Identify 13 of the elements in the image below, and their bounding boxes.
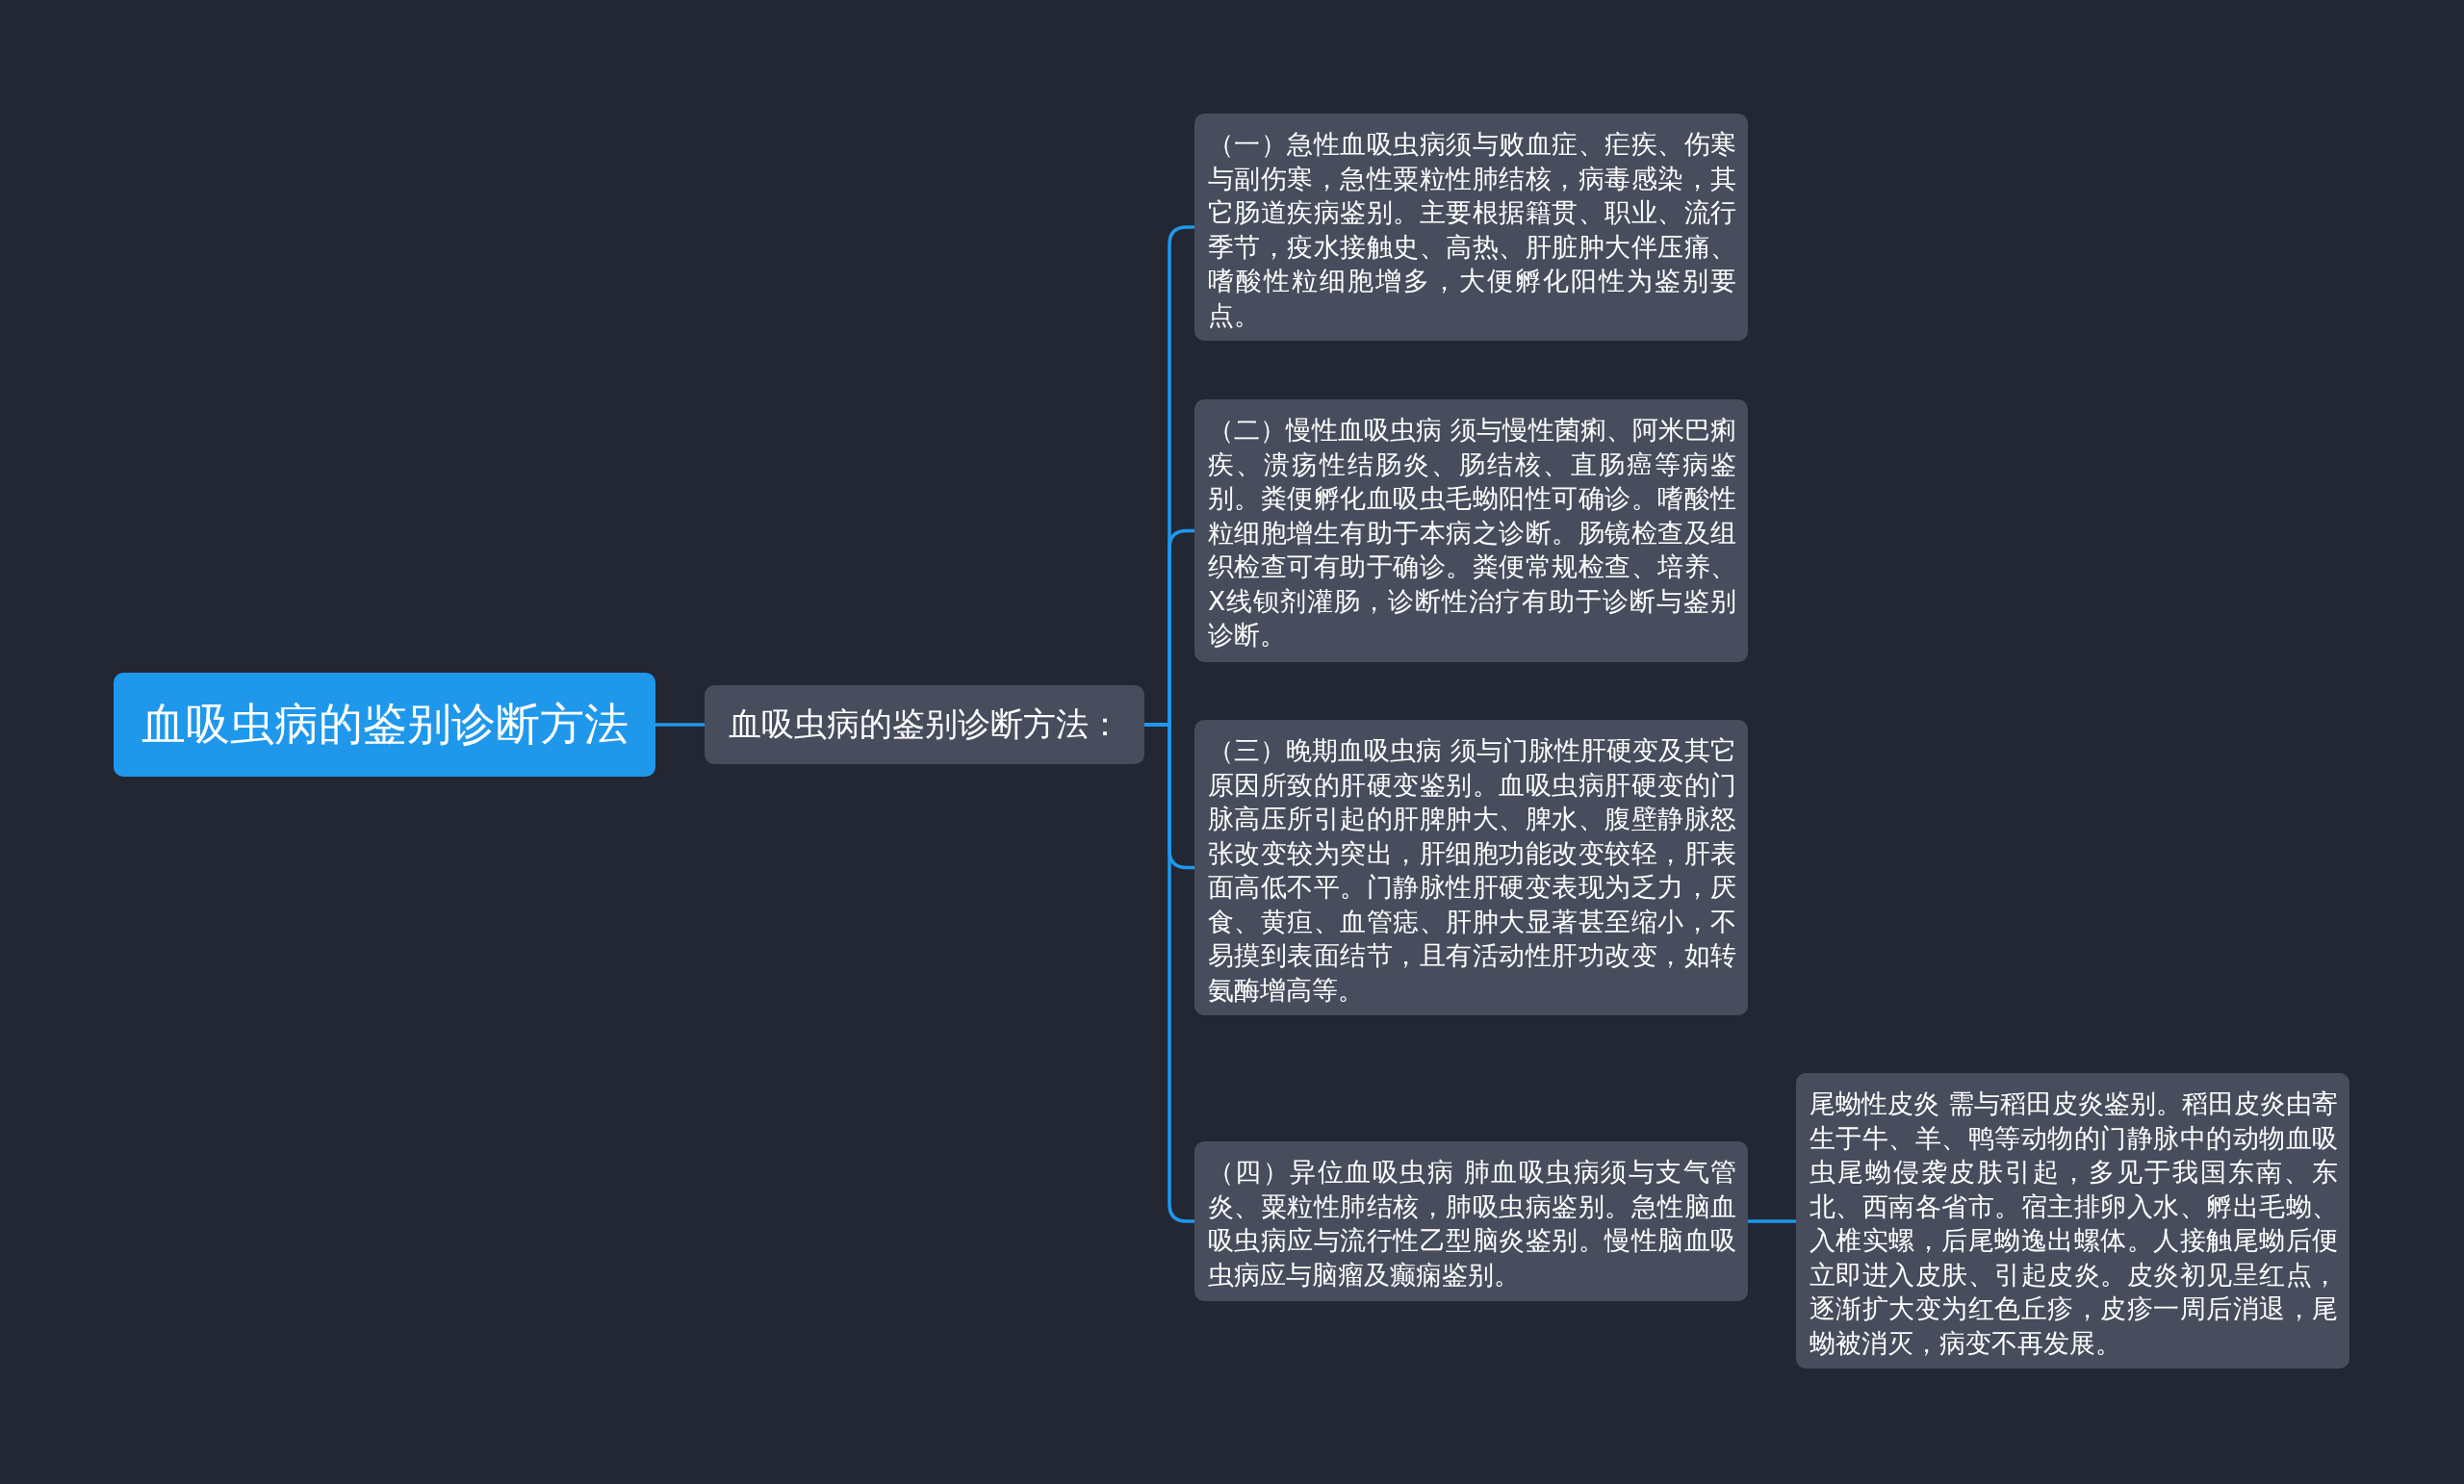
topic-text: （四）异位血吸虫病 肺血吸虫病须与支气管炎、粟粒性肺结核，肺吸虫病鉴别。急性脑血吸虫病应与流行性乙型脑炎鉴别。慢性脑血吸虫病应与脑瘤及癫痫鉴别。 [1208, 1157, 1736, 1290]
topic-text: （二）慢性血吸虫病 须与慢性菌痢、阿米巴痢疾、溃疡性结肠炎、肠结核、直肠癌等病鉴别。粪便孵化血吸虫毛蚴阳性可确诊。嗜酸性粒细胞增生有助于本病之诊断。肠镜检查及组织检查可有助于确诊。粪便常规检查、培养、X线钡剂灌肠，诊断性治疗有助于诊断与鉴别诊断。 [1208, 415, 1736, 650]
topic-text: （三）晚期血吸虫病 须与门脉性肝硬变及其它原因所致的肝硬变鉴别。血吸虫病肝硬变的门脉高压所引起的肝脾肿大、脾水、腹壁静脉怒张改变较为突出，肝细胞功能改变较轻，肝表面高低不平。门静脉性肝硬变表现为乏力，厌食、黄疸、血管痣、肝肿大显著甚至缩小，不易摸到表面结节，且有活动性肝功改变，如转氨酶增高等。 [1208, 735, 1736, 1005]
topic-box [705, 685, 1144, 764]
connector-line [655, 723, 705, 727]
topic-text: 血吸虫病的鉴别诊断方法 [141, 697, 629, 752]
root-topic-box [114, 673, 655, 777]
subtopic-box [1194, 114, 1748, 341]
topic-text: 血吸虫病的鉴别诊断方法： [728, 704, 1121, 745]
subtopic-box [1194, 1141, 1748, 1301]
topic-text: （一）急性血吸虫病须与败血症、疟疾、伤寒与副伤寒，急性粟粒性肺结核，病毒感染，其它肠道疾病鉴别。主要根据籍贯、职业、流行季节，疫水接触史、高热、肝脏肿大伴压痛、嗜酸性粒细胞增多，大便孵化阳性为鉴别要点。 [1208, 129, 1736, 330]
topic-text: 尾蚴性皮炎 需与稻田皮炎鉴别。稻田皮炎由寄生于牛、羊、鸭等动物的门静脉中的动物血吸虫尾蚴侵袭皮肤引起，多见于我国东南、东北、西南各省市。宿主排卵入水、孵出毛蚴、入椎实螺，后尾蚴逸出螺体。人接触尾蚴后便立即进入皮肤、引起皮炎。皮炎初见呈红点，逐渐扩大变为红色丘疹，皮疹一周后消退，尾蚴被消灭，病变不再发展。 [1810, 1088, 2338, 1358]
connector-line [1748, 1219, 1796, 1223]
